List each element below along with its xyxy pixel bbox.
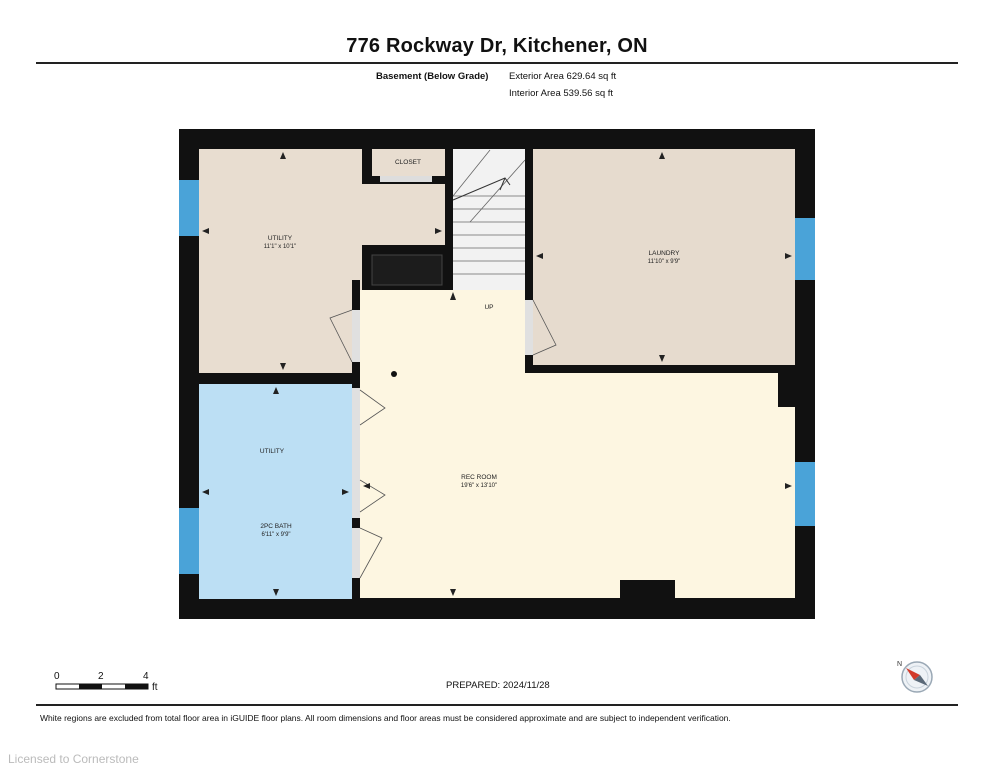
window-utility [179,180,199,236]
door-swing-utility [329,309,353,363]
scale-tick-2b: 2 [98,671,104,682]
scale-tick-0: 0 [54,671,60,682]
dimension-arrows [202,152,792,596]
room-bath[interactable] [199,384,352,599]
disclaimer: White regions are excluded from total fl… [40,713,731,723]
prepared-date: PREPARED: 2024/11/28 [446,680,550,691]
closet-side-wall [362,149,372,184]
floor-label: Basement (Below Grade) [376,71,489,82]
room-closet[interactable] [372,149,445,176]
utility-top-name: UTILITY [268,235,293,242]
bath-name: 2PC BATH [260,523,292,530]
compass-north-label: N [897,661,902,668]
wall-jog [778,365,815,407]
door-swing-bath [359,527,383,579]
mechanical-unit [371,254,443,286]
room-laundry[interactable] [533,149,795,365]
scale-bar [55,683,149,690]
closet-door[interactable] [380,176,432,182]
closet-doors-bath[interactable] [352,388,360,518]
stair-up-label: UP [484,304,493,311]
utility-top-dims: 11'1" x 10'1" [264,244,296,250]
laundry-dims: 11'10" x 9'9" [648,259,680,265]
closet-name: CLOSET [395,159,421,166]
license-watermark: Licensed to Cornerstone [8,752,139,766]
scale-tick-4: 4 [143,671,149,682]
wall-stair-right [525,129,533,290]
stair-arrow [452,177,511,201]
scale-unit: ft [152,682,158,693]
stair-up-arrow [450,292,456,300]
door-utility[interactable] [352,310,360,362]
room-rec-room[interactable] [360,290,795,598]
stairs[interactable] [453,149,525,290]
rec-room-dims: 19'6" x 13'10" [461,483,497,489]
floor-drain [391,371,397,377]
header-rule [36,62,958,64]
rec-room-name: REC ROOM [461,474,497,481]
laundry-name: LAUNDRY [649,250,681,257]
exterior-area: Exterior Area 629.64 sq ft [509,71,617,82]
wall-laundry-rec [525,365,815,373]
footer-rule [36,704,958,706]
utility-bottom-name: UTILITY [260,448,285,455]
compass-icon [901,661,933,693]
wall-utility-bath [199,373,359,384]
window-laundry [795,218,815,280]
interior-area: Interior Area 539.56 sq ft [509,88,614,99]
door-swing-laundry [532,299,557,356]
door-laundry[interactable] [525,300,533,355]
wall-bump [620,580,675,600]
window-bath [179,508,199,574]
stair-treads [452,149,526,275]
page-title: 776 Rockway Dr, Kitchener, ON [346,35,648,57]
window-rec [795,462,815,526]
wall-stair-left [445,129,453,290]
door-bath[interactable] [352,528,360,578]
bath-dims: 6'11" x 9'9" [261,532,290,538]
